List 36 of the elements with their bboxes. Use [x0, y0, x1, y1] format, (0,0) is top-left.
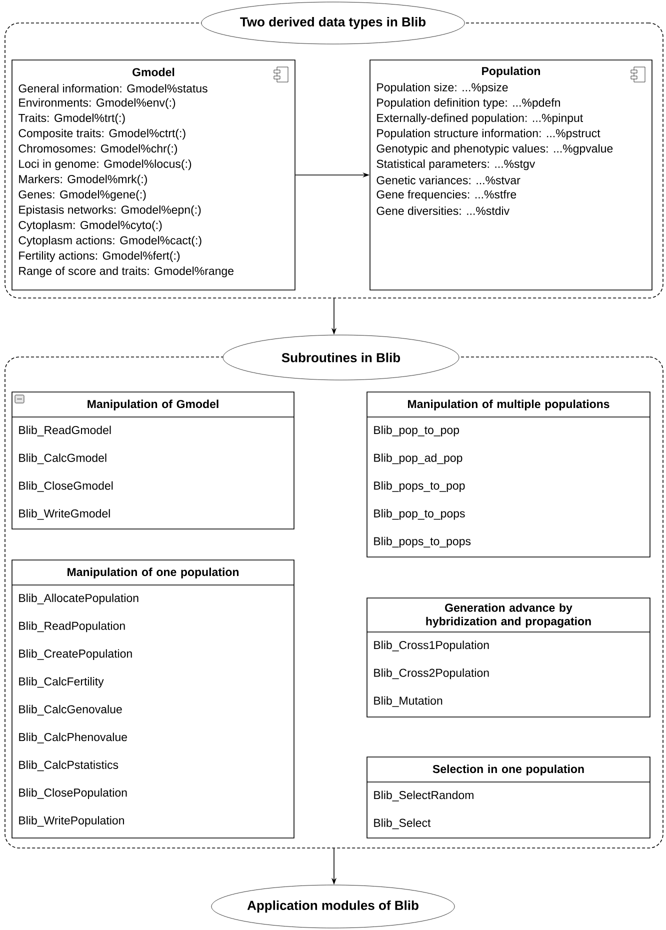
node-label: Loci in genome: Gmodel%locus(:)	[19, 159, 192, 170]
node-label: Gmodel	[132, 68, 174, 76]
node-label: Blib_CalcGmodel	[19, 454, 106, 464]
node-label: Population structure information: ...%pstruct	[377, 128, 600, 140]
node-label: Genetic variances: ...%stvar	[376, 176, 520, 184]
node-label: Traits: Gmodel%trt(:)	[18, 114, 125, 124]
node-label: Genotypic and phenotypic values: ...%gpvalue	[376, 144, 613, 155]
component-box: Population Population size: ...%psize Population definition type: ...%pdefn Externally-defined population: ...%pinput Population structure information: ...%pstruct Genotypic and phenotypic values: ...%gpvalue Statistical parameters: ...%stgv Genetic variances: ...%stvar Gene frequencies: ...%stfre Gene diversities: ...%stdiv	[370, 60, 652, 290]
node-label: Markers: Gmodel%mrk(:)	[19, 174, 147, 186]
class-box: Selection in one population Blib_SelectRandom Blib_Select	[366, 756, 650, 838]
node-label: Manipulation of Gmodel	[88, 400, 218, 410]
node-label: Gene diversities: ...%stdiv	[376, 206, 510, 215]
node-label: Blib_ReadGmodel	[19, 426, 111, 436]
node-label: Fertility actions: Gmodel%fert(:)	[19, 251, 180, 262]
node-label: Gene frequencies: ...%stfre	[376, 190, 516, 201]
node-label: Chromosomes: Gmodel%chr(:)	[18, 144, 178, 155]
node-label: Cytoplasm actions: Gmodel%cact(:)	[18, 236, 202, 247]
node-label: General information: Gmodel%status	[18, 84, 208, 93]
node-label: Externally-defined population: ...%pinput	[377, 114, 583, 124]
node-label: Population	[482, 66, 540, 78]
class-box: Manipulation of one population Blib_AllocatePopulation Blib_ReadPopulation Blib_CreatePopulation Blib_CalcFertility Blib_CalcGenovalue Blib_CalcPhenovalue Blib_CalcPstatistics Blib_ClosePopulation Blib_WritePopulation	[12, 560, 294, 838]
node-label: Blib_CloseGmodel	[19, 481, 113, 492]
node-label: Statistical parameters: ...%stgv	[376, 159, 536, 170]
node-label: Composite traits: Gmodel%ctrt(:)	[18, 128, 186, 140]
class-box: Manipulation of Gmodel Blib_ReadGmodel Blib_CalcGmodel Blib_CloseGmodel Blib_WriteGmodel	[12, 392, 294, 530]
node-label: Population definition type: ...%pdefn	[377, 98, 560, 109]
class-box: Manipulation of multiple populations Blib_pop_to_pop Blib_pop_ad_pop Blib_pops_to_pop Blib_pop_to_pops Blib_pops_to_pops	[366, 392, 650, 558]
node-label: Range of score and traits: Gmodel%range	[19, 266, 234, 278]
class-box: Generation advance by hybridization and propagation Blib_Cross1Population Blib_Cross2Population Blib_Mutation	[366, 598, 650, 718]
component-box: Gmodel General information: Gmodel%status Environments: Gmodel%env(:) Traits: Gmodel%trt(:) Composite traits: Gmodel%ctrt(:) Chromosomes: Gmodel%chr(:) Loci in genome: Gmodel%locus(:) Markers: Gmodel%mrk(:) Genes: Gmodel%gene(:) Epistasis networks: Gmodel%epn(:) Cytoplasm: Gmodel%cyto(:) Cytoplasm actions: Gmodel%cact(:) Fertility actions: Gmodel%fert(:) Range of score and traits: Gmodel%range	[12, 60, 296, 290]
node-label: Blib_WriteGmodel	[19, 509, 110, 520]
node-label: Cytoplasm: Gmodel%cyto(:)	[18, 220, 162, 232]
node-label: Population size: ...%psize	[377, 82, 508, 94]
node-label: Genes: Gmodel%gene(:)	[18, 190, 146, 201]
node-label: Environments: Gmodel%env(:)	[19, 98, 176, 109]
node-label: Epistasis networks: Gmodel%epn(:)	[19, 205, 201, 216]
